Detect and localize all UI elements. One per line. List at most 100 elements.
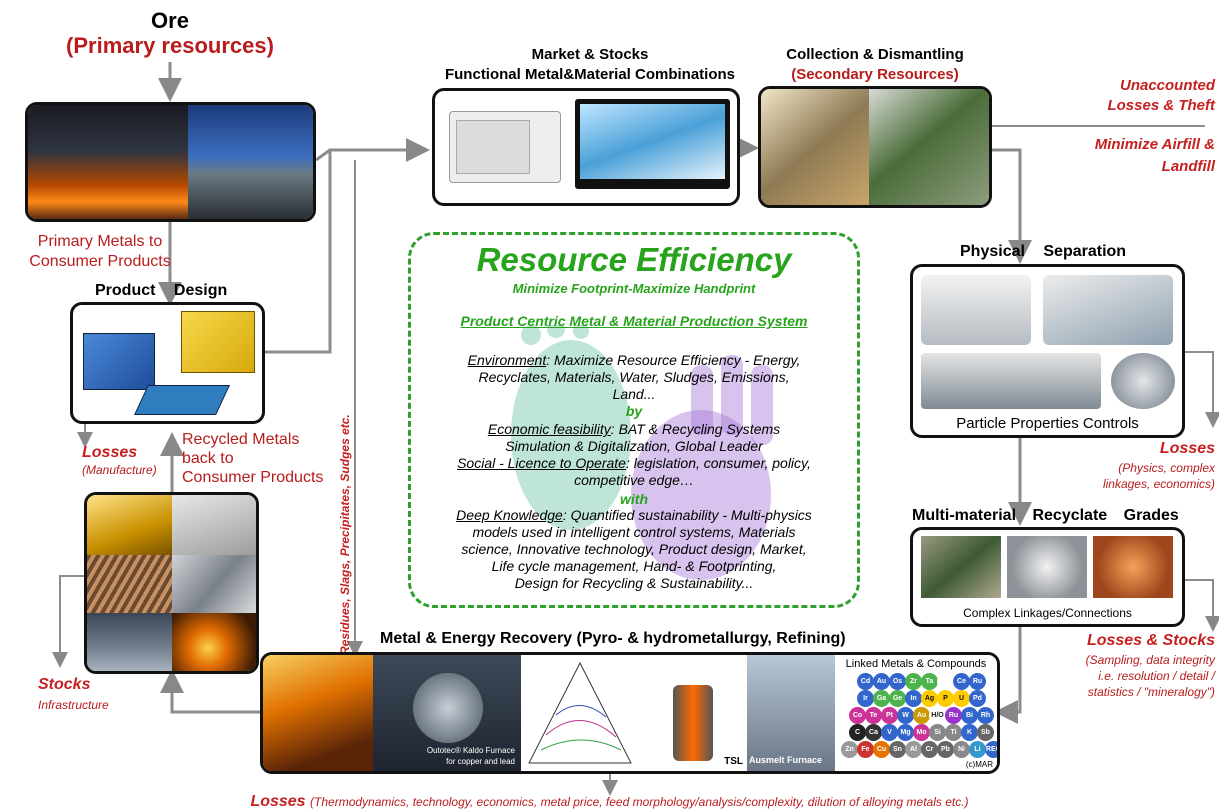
multimaterial-label: Multi-material Recyclate Grades [912, 507, 1179, 524]
dismantling-hands-image [761, 89, 869, 205]
pcb-scrap-image [921, 536, 1001, 598]
ore-subtitle: (Primary resources) [66, 33, 274, 58]
collection-line1: Collection & Dismantling [786, 46, 964, 63]
copyright-label: (c)MAR [965, 760, 993, 769]
social-head: Social - Licence to Operate [457, 455, 626, 471]
linked-metals-title: Linked Metals & Compounds [845, 658, 987, 670]
design-circuit-board [134, 385, 230, 415]
ausmelt-furnace-image: Ausmelt Furnace [747, 655, 835, 771]
element-ta: Ta [921, 673, 938, 690]
econ-head: Economic feasibility [487, 421, 611, 437]
losses-manufacture-sub: (Manufacture) [82, 463, 157, 477]
kaldo-furnace-image: Outotec® Kaldo Furnace for copper and le… [373, 655, 521, 771]
minimize-fill-label: Minimize Airfill & Landfill [1010, 134, 1215, 178]
arrow-design-to-market [265, 138, 430, 354]
multimaterial-box: Complex Linkages/Connections [910, 527, 1185, 627]
arrow-recovery-to-stocks [160, 669, 262, 714]
element-h-o: H/O [929, 707, 946, 724]
element-reo: REO [985, 741, 997, 758]
losses-stocks-title: Losses & Stocks [1086, 632, 1215, 649]
resource-efficiency-panel: Resource Efficiency Minimize Footprint-M… [408, 232, 860, 608]
element-rh: Rh [977, 707, 994, 724]
smelter-photo-box [25, 102, 316, 222]
ausmelt-label: Ausmelt Furnace [749, 755, 823, 765]
element-cd: Cd [857, 673, 874, 690]
element-ga: Ga [873, 690, 890, 707]
product-design-label: Product Design [95, 282, 228, 299]
element-c: C [849, 724, 866, 741]
bottom-losses-detail: (Thermodynamics, technology, economics, … [310, 795, 969, 809]
stocks-title: Stocks [38, 676, 91, 693]
market-photo-box [432, 88, 740, 206]
kaldo-caption2: for copper and lead [446, 757, 515, 766]
cutting-image [87, 613, 172, 671]
element-pt: Pt [881, 707, 898, 724]
design-device-blue [83, 333, 155, 390]
steel-coil-image [172, 555, 256, 613]
copper-pipes-image [87, 555, 172, 613]
element-in: In [905, 690, 922, 707]
physical-separation-caption: Particle Properties Controls [956, 415, 1139, 432]
element-zr: Zr [905, 673, 922, 690]
center-system: Product Centric Metal & Material Product… [460, 313, 808, 329]
minimize-fill-line2: Landfill [1161, 158, 1215, 175]
unaccounted-line1: Unaccounted [1119, 77, 1215, 94]
collection-line2: (Secondary Resources) [791, 66, 959, 83]
env-text1: : Maximize Resource Efficiency - Energy, [546, 352, 801, 368]
recycled-line2: back to [182, 450, 234, 467]
tsl-furnace-image: TSL [639, 655, 747, 771]
center-subtitle: Minimize Footprint-Maximize Handprint [512, 281, 756, 296]
deep-text5: Design for Recycling & Sustainability... [514, 575, 754, 591]
element-al: Al [905, 741, 922, 758]
phase-diagram-image [521, 655, 639, 771]
television-image [575, 99, 730, 189]
element-li: Li [969, 741, 986, 758]
element-co: Co [849, 707, 866, 724]
tsl-label: TSL [724, 756, 743, 767]
microwave-image [449, 111, 561, 183]
product-design-box [70, 302, 265, 424]
element-mo: Mo [913, 724, 930, 741]
element-au: Au [913, 707, 930, 724]
unaccounted-label: Unaccounted Losses & Theft [1010, 76, 1215, 116]
recycled-line1: Recycled Metals [182, 431, 300, 448]
element-fe: Fe [857, 741, 874, 758]
stocks-sub: Infrastructure [38, 698, 109, 712]
center-environment: Environment: Maximize Resource Efficienc… [411, 352, 857, 403]
market-line2: Functional Metal&Material Combinations [444, 66, 736, 83]
primary-metals-label: Primary Metals to Consumer Products [20, 232, 180, 272]
element-p: P [937, 690, 954, 707]
aluminium-scrap-image [1007, 536, 1087, 598]
element-cu: Cu [873, 741, 890, 758]
env-text3: Land... [612, 386, 656, 402]
footprint-handprint-graphic [511, 325, 773, 580]
element-au: Au [873, 673, 890, 690]
recovery-label: Metal & Energy Recovery (Pyro- & hydrome… [380, 630, 846, 647]
element-ge: Ge [889, 690, 906, 707]
element-cr: Cr [921, 741, 938, 758]
arrow-multimaterial-losses [1184, 579, 1219, 632]
recycled-metals-label: Recycled Metals back to Consumer Product… [182, 430, 323, 487]
losses-stocks-sub3: statistics / "mineralogy") [1087, 685, 1215, 699]
center-deep-knowledge: Deep Knowledge: Quantified sustainabilit… [411, 507, 857, 592]
losses-physics-title: Losses [1159, 440, 1215, 457]
smelter-plant-image [188, 105, 313, 219]
element-os: Os [889, 673, 906, 690]
element-bi: Bi [961, 707, 978, 724]
social-text2: competitive edge… [574, 472, 694, 488]
losses-physics-sub2: linkages, economics) [1102, 477, 1215, 491]
deep-text4: Life cycle management, Hand- & Footprint… [491, 558, 777, 574]
losses-manufacture-title: Losses [82, 444, 138, 461]
element-blank [937, 673, 954, 690]
bottom-losses: Losses (Thermodynamics, technology, econ… [0, 793, 1219, 811]
unaccounted-line2: Losses & Theft [1107, 97, 1215, 114]
element-w: W [897, 707, 914, 724]
copper-scrap-image [1093, 536, 1173, 598]
element-si: Si [929, 724, 946, 741]
arrow-separation-losses [1184, 351, 1219, 428]
residues-label: Residues, Slags, Precipitates, Sudges et… [338, 414, 352, 655]
losses-physics-sub: (Physics, complex linkages, economics) [1040, 460, 1215, 492]
center-by: by [625, 403, 643, 419]
